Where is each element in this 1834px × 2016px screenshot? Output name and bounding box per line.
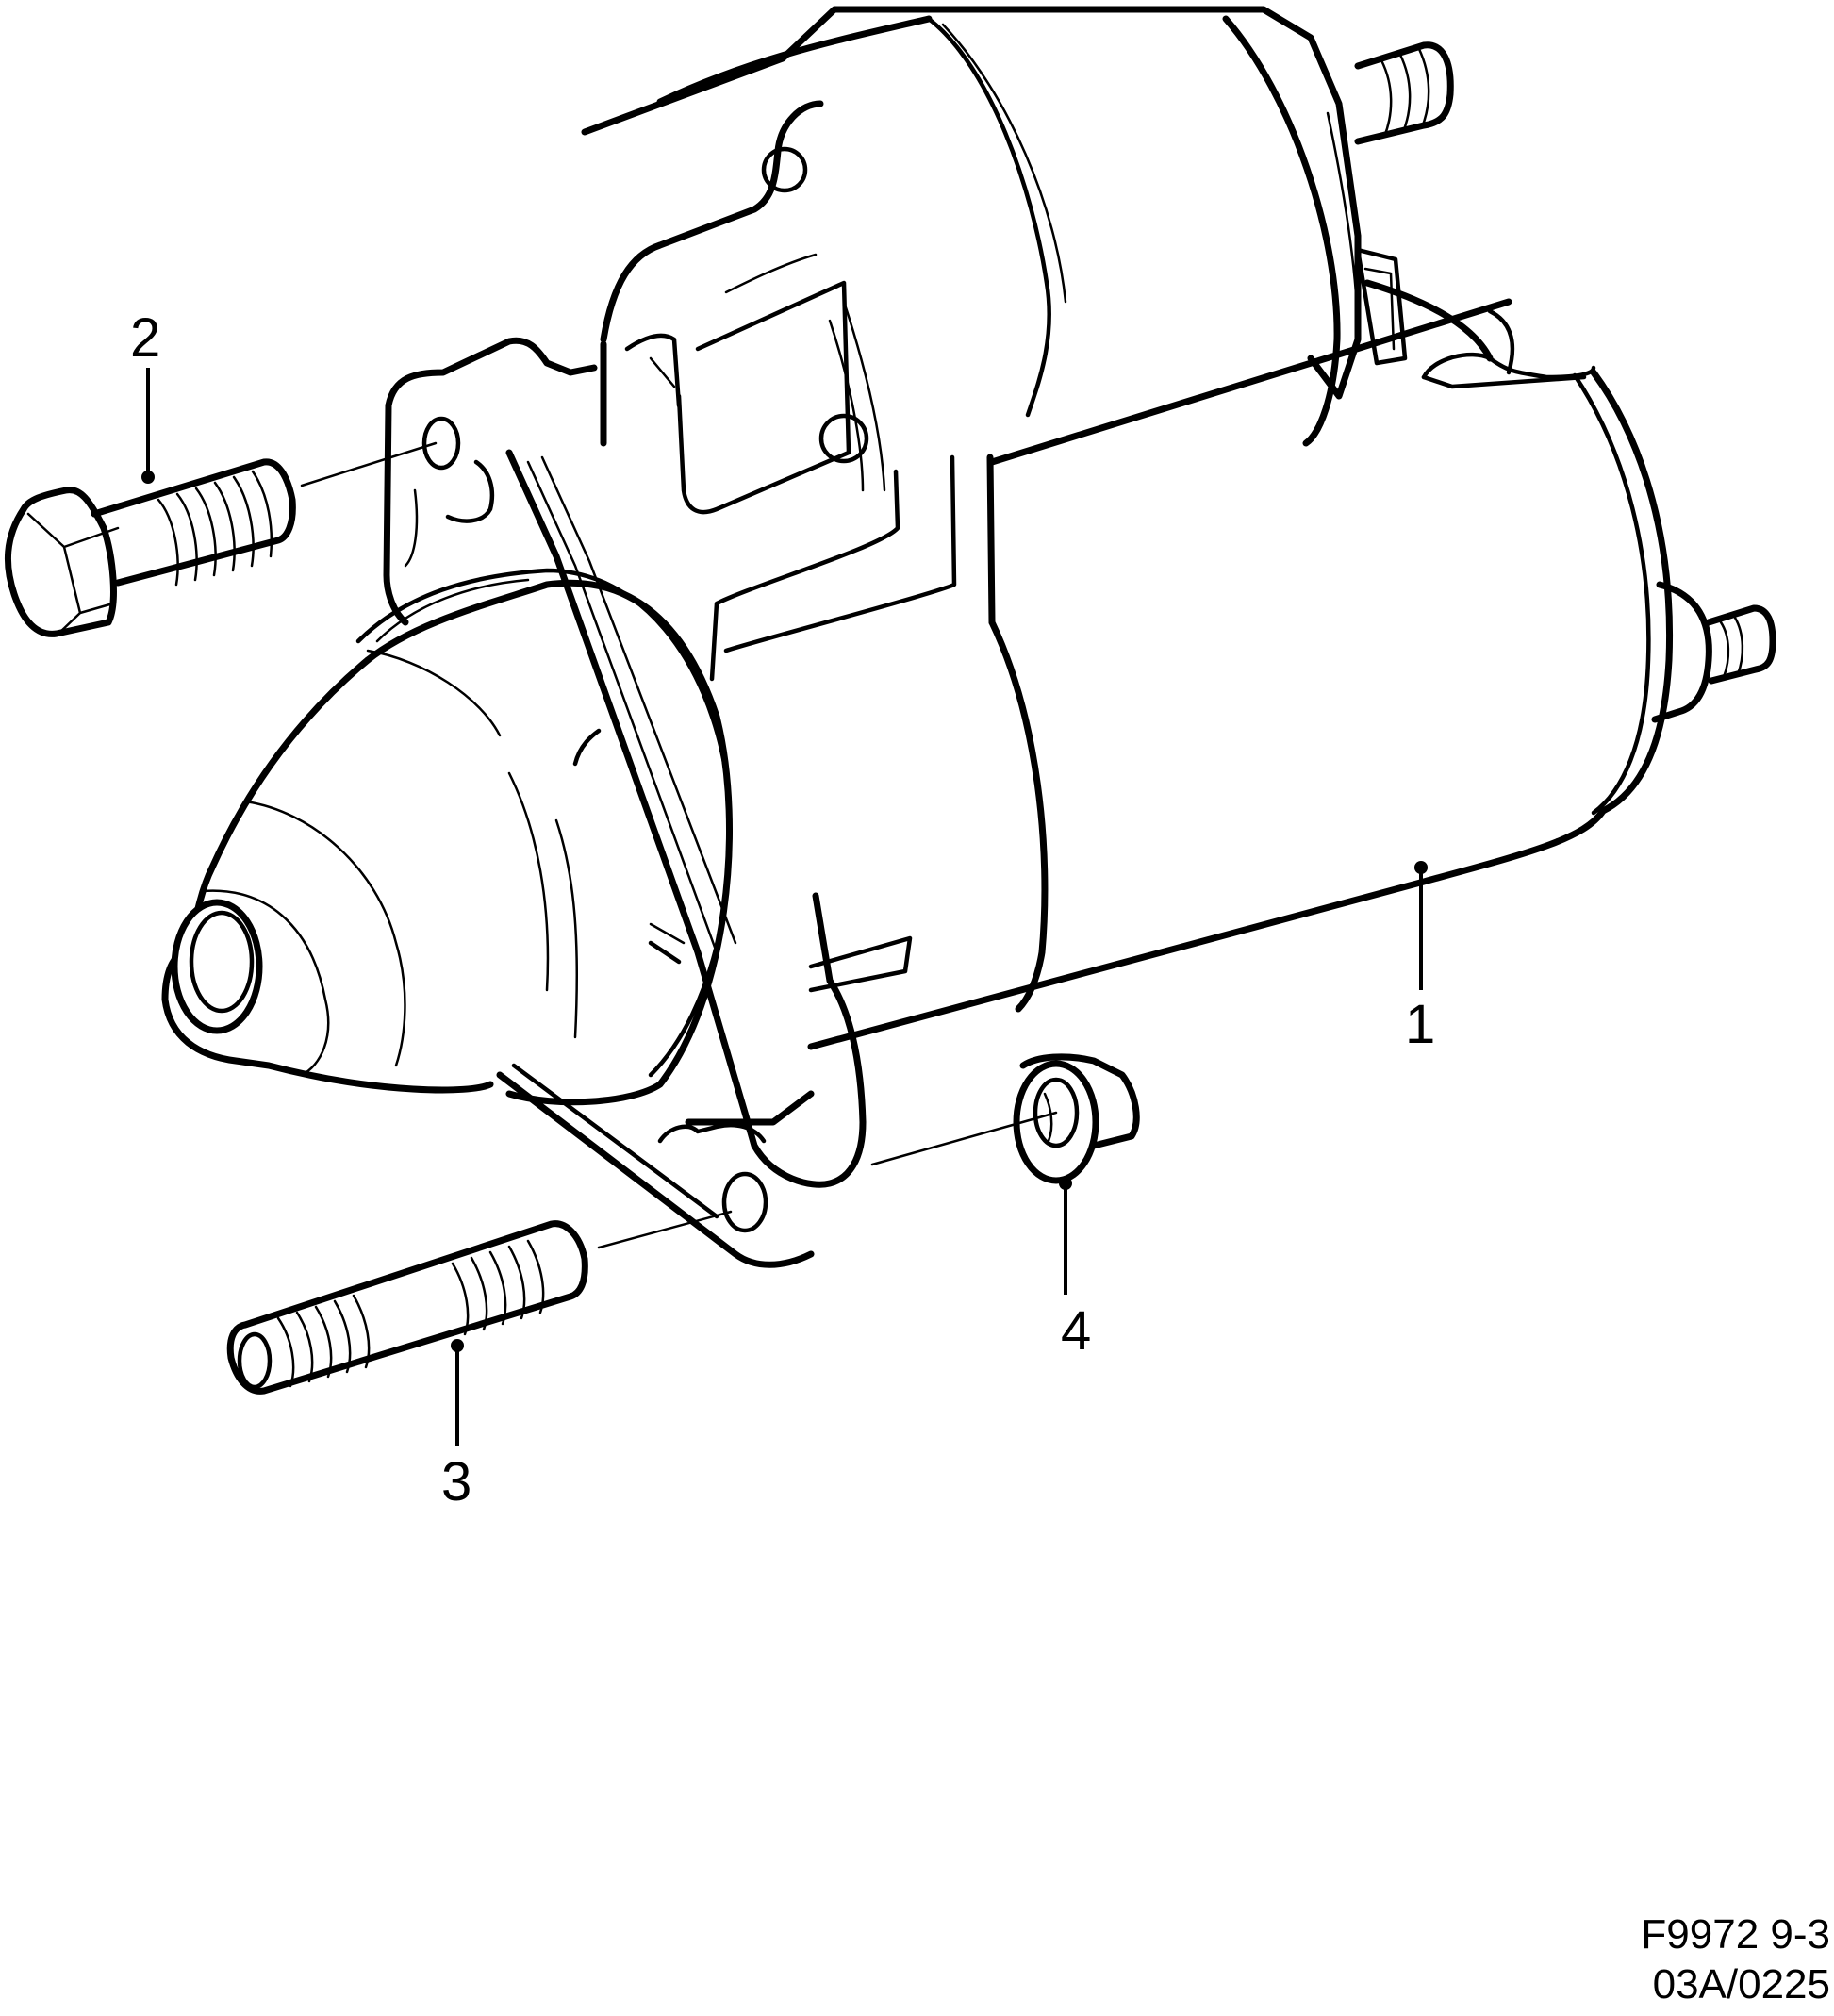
motor-body [807,279,1776,1050]
drive-end-housing [600,100,996,682]
leader-lines [141,368,1428,1446]
mounting-flange [383,337,867,1268]
callout-3: 3 [441,1451,472,1512]
solenoid [581,6,1454,447]
stud-part-3 [226,1210,733,1395]
reference-code: F9972 9-3 [1641,1911,1830,1958]
callout-2: 2 [130,307,161,369]
nose-cone [161,568,733,1106]
callout-1: 1 [1405,994,1436,1055]
callout-4: 4 [1061,1300,1092,1362]
drawing-number: 03A/0225 [1652,1961,1830,2008]
nut-part-4 [870,1053,1140,1184]
bolt-part-2 [4,441,438,637]
